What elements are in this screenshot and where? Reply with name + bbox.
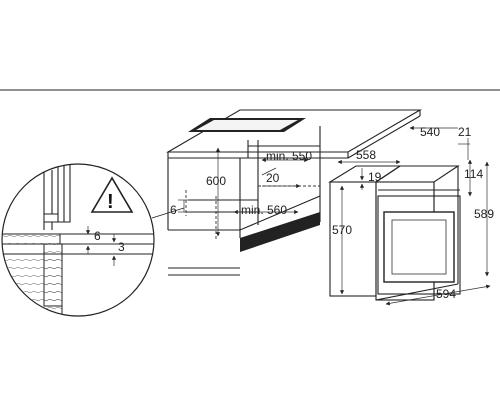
dim-600-label: 600 bbox=[206, 174, 226, 188]
detail-dim-3-label: 3 bbox=[118, 240, 125, 254]
dim-594-label: 594 bbox=[436, 287, 456, 301]
dim-6-left-line bbox=[178, 199, 190, 213]
dim-19-label: 19 bbox=[368, 170, 382, 184]
oven-door bbox=[377, 195, 461, 295]
detail-dim-6-label: 6 bbox=[94, 229, 101, 243]
ventilation-panel bbox=[240, 212, 320, 252]
dim-558-label: 558 bbox=[356, 148, 376, 162]
dim-594-line bbox=[385, 284, 491, 306]
warning-symbol: ! bbox=[107, 191, 114, 213]
dim-540-label: 540 bbox=[420, 125, 440, 139]
dim-min550-label: min. 550 bbox=[266, 149, 312, 163]
cabinet bbox=[167, 126, 321, 276]
dim-589-label: 589 bbox=[474, 207, 494, 221]
dim-6-left-label: 6 bbox=[170, 203, 177, 217]
cooktop bbox=[188, 118, 306, 132]
dim-20-label: 20 bbox=[266, 171, 280, 185]
detail-leader-line bbox=[151, 207, 185, 219]
dim-570-label: 570 bbox=[332, 223, 352, 237]
dim-114-label: 114 bbox=[464, 167, 483, 181]
dim-21-label: 21 bbox=[458, 125, 472, 139]
dim-min560-label: min. 560 bbox=[241, 203, 287, 217]
dim-20-line bbox=[261, 167, 301, 189]
warning-icon bbox=[90, 176, 134, 213]
dim-21-line bbox=[458, 138, 470, 160]
